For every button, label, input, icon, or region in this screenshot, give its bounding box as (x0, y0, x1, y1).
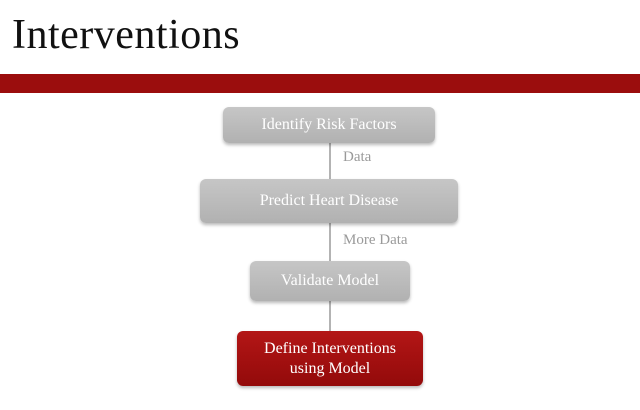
connector-identify-to-predict (329, 143, 331, 179)
title-accent-bar (0, 74, 640, 93)
node-define-interventions: Define Interventions using Model (237, 331, 423, 386)
node-predict-heart-disease: Predict Heart Disease (200, 179, 458, 223)
connector-predict-to-validate (329, 223, 331, 261)
node-identify-risk-factors: Identify Risk Factors (223, 107, 435, 143)
node-label: Predict Heart Disease (259, 192, 399, 209)
connector-validate-to-define (329, 301, 331, 331)
node-label: Define Interventions using Model (264, 339, 396, 377)
node-label: Identify Risk Factors (261, 116, 397, 133)
node-validate-model: Validate Model (250, 261, 410, 301)
slide-title: Interventions (12, 12, 241, 58)
edge-label-more-data: More Data (343, 232, 408, 248)
edge-label-data: Data (343, 149, 372, 165)
node-label: Validate Model (280, 272, 380, 289)
